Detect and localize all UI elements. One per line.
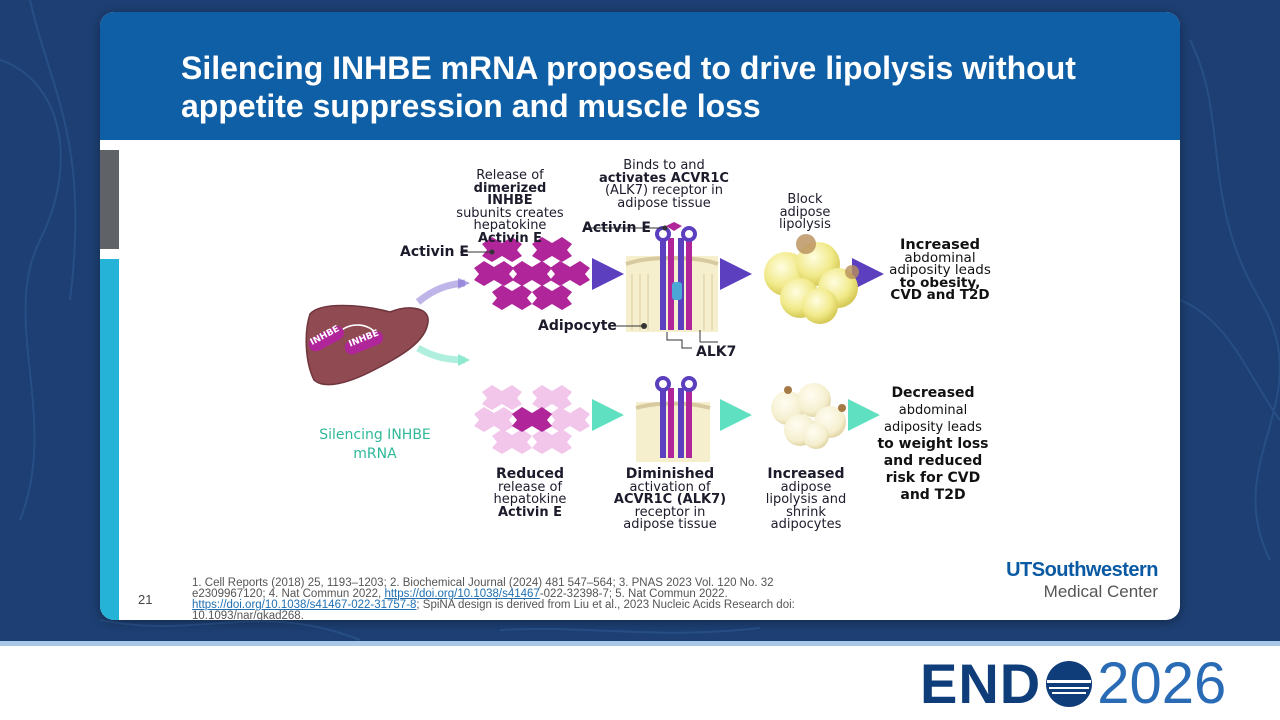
activin-e-receptor-label: Activin E xyxy=(582,220,651,236)
caption-line: (ALK7) receptor in xyxy=(604,183,724,199)
reference-link[interactable]: https://doi.org/10.1038/s41467-022-31757… xyxy=(192,599,417,611)
title-bar xyxy=(100,12,1180,140)
caption-line: Block xyxy=(787,192,823,207)
outcome-line: to obesity, xyxy=(899,274,981,291)
activin-dimers-top xyxy=(474,237,590,310)
caption-line: adipose tissue xyxy=(623,517,717,533)
endo-logo-text: END xyxy=(920,652,1042,715)
caption-line: shrink xyxy=(786,504,826,520)
caption-line: activation of xyxy=(629,479,711,495)
caption-line: ACVR1C (ALK7) xyxy=(613,492,727,508)
globe-icon xyxy=(1046,661,1093,707)
increased-caption: Increased adipose lipolysis and shrink a… xyxy=(752,466,860,533)
adipocyte-label: Adipocyte xyxy=(538,318,617,334)
outcome-line: adiposity leads xyxy=(884,420,982,435)
page-number: 21 xyxy=(138,592,153,607)
slide-title: Silencing INHBE mRNA proposed to drive l… xyxy=(181,50,1076,124)
caption-line: adipose xyxy=(779,204,831,220)
outcome-line: Increased xyxy=(900,237,980,253)
caption-line: Release of xyxy=(476,168,544,183)
alk7-label: ALK7 xyxy=(696,344,737,360)
diminished-caption: Diminished activation of ACVR1C (ALK7) r… xyxy=(610,466,730,533)
adipocytes-yellow xyxy=(764,234,859,324)
footer-divider xyxy=(0,641,1280,646)
caption-line: Reduced xyxy=(495,466,565,482)
endo-logo: END 2026 xyxy=(920,655,1226,713)
activin-dimers-bottom xyxy=(474,385,590,454)
caption-line: release of xyxy=(497,479,563,495)
outcome-line: Decreased xyxy=(891,385,975,401)
caption-line: Binds to and xyxy=(623,158,705,173)
side-accent-teal xyxy=(100,259,119,620)
outcome-line: adiposity leads xyxy=(889,262,991,278)
outcome-line: and reduced xyxy=(883,453,983,469)
activin-e-label: Activin E xyxy=(400,244,469,260)
caption-line: receptor in xyxy=(634,504,706,520)
caption-line: hepatokine xyxy=(493,492,567,508)
adipocytes-pale xyxy=(771,383,846,449)
references: 1. Cell Reports (2018) 25, 1193–1203; 2.… xyxy=(192,577,832,620)
binds-caption: Binds to and activates ACVR1C (ALK7) rec… xyxy=(592,158,736,211)
side-accent-gray xyxy=(100,150,119,249)
outcome-line: and T2D xyxy=(900,487,966,503)
outcome-line: CVD and T2D xyxy=(890,287,990,303)
utsw-logo-subtitle: Medical Center xyxy=(1043,582,1158,601)
receptor-bottom xyxy=(635,376,711,462)
top-outcome: Increased abdominal adiposity leads to o… xyxy=(882,237,998,303)
outcome-line: risk for CVD xyxy=(885,470,981,486)
receptor-top xyxy=(625,222,719,343)
block-caption: Block adipose lipolysis xyxy=(765,192,845,233)
utsw-logo: UTSouthwestern Medical Center xyxy=(962,558,1158,602)
reference-link[interactable]: https://doi.org/10.1038/s41467 xyxy=(384,588,540,600)
caption-line: Increased xyxy=(767,466,845,482)
utsw-logo-name: UTSouthwestern xyxy=(1006,559,1158,581)
release-caption: Release of dimerized INHBE subunits crea… xyxy=(450,168,570,246)
caption-line: lipolysis xyxy=(779,217,831,233)
bottom-outcome: Decreased abdominal adiposity leads to w… xyxy=(872,385,994,504)
reference-text: ; SpiNA design is derived from Liu et al… xyxy=(192,599,795,620)
silencing-label: Silencing INHBE mRNA xyxy=(319,427,431,462)
caption-line: hepatokine xyxy=(473,218,547,234)
caption-line: dimerized INHBE xyxy=(473,180,547,209)
caption-line: adipose tissue xyxy=(617,195,711,211)
outcome-line: to weight loss xyxy=(877,436,989,452)
caption-line: activates ACVR1C xyxy=(599,170,729,186)
slide-card: Silencing INHBE mRNA proposed to drive l… xyxy=(100,12,1180,620)
outcome-line: abdominal xyxy=(898,403,968,418)
caption-line: Activin E xyxy=(497,504,563,520)
caption-line: adipocytes xyxy=(770,517,842,533)
reference-text: -022-32398-7; 5. Nat Commun 2022. xyxy=(539,588,728,600)
endo-logo-year: 2026 xyxy=(1097,651,1227,716)
caption-line: subunits creates xyxy=(456,205,564,221)
caption-line: Diminished xyxy=(625,466,715,482)
caption-line: lipolysis and xyxy=(765,492,847,508)
reference-text: 1. Cell Reports (2018) 25, 1193–1203; 2.… xyxy=(192,577,774,600)
mechanism-figure xyxy=(305,222,884,462)
outcome-line: abdominal xyxy=(904,249,976,266)
caption-line: Activin E xyxy=(477,230,543,246)
reduced-caption: Reduced release of hepatokine Activin E xyxy=(480,466,580,520)
caption-line: adipose xyxy=(780,479,832,495)
